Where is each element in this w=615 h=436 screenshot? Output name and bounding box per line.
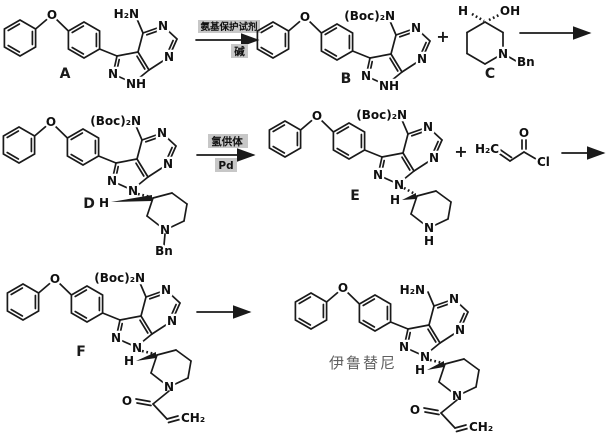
vinyl-ch2-label: H₂C (475, 142, 499, 156)
reagent-highlight-2 (231, 44, 248, 58)
pyrazole-nh-label-a: NH (126, 77, 146, 91)
amine-label-product: H₂N (400, 283, 425, 297)
pyrazole-n1-label-f: N (132, 341, 142, 355)
amine-label-a: H₂N (114, 7, 139, 21)
plus-sign-1: + (436, 27, 449, 46)
wedge-bond-h-d (111, 195, 152, 202)
carbonyl-o-label: O (519, 126, 529, 140)
structure-a: H₂N NH (4, 5, 177, 93)
structure-d: (Boc)₂N N H Bn (3, 112, 187, 260)
compound-label-b: B (341, 71, 352, 87)
reagent-highlight-3 (208, 134, 248, 148)
compound-label-a: A (60, 66, 71, 82)
structure-e: (Boc)₂N N H H (269, 106, 451, 250)
reagent-step2-top: 氢供体 (211, 135, 243, 148)
compound-label-f: F (76, 344, 86, 360)
stereo-h-label-d: H (99, 196, 109, 210)
compound-label-c: C (485, 66, 495, 82)
structure-b: (Boc)₂N NH (257, 7, 430, 95)
boc-amine-label-b: (Boc)₂N (344, 9, 395, 23)
reaction-step-2: 氢供体 Pd (196, 134, 256, 172)
compound-label-d: D (83, 196, 95, 212)
product-name-label: 伊鲁替尼 (329, 354, 397, 372)
hydroxyl-label-c: OH (500, 4, 520, 18)
stereo-h-label-product: H (415, 363, 425, 377)
stereo-bond-h-c (471, 12, 485, 23)
plus-sign-2: + (454, 142, 467, 161)
compound-label-e: E (350, 188, 360, 204)
pyrazole-nh-label-b: NH (379, 79, 399, 93)
reagent-highlight-1 (198, 20, 260, 33)
acryloyl-o-label-product: O (410, 403, 420, 417)
acryloyl-ch2-label-product: CH₂ (469, 420, 493, 434)
acryloyl-group-f: O CH₂ (120, 390, 207, 427)
pyrazole-n1-label-e: N (394, 178, 404, 192)
wedge-bond-h-e (402, 193, 416, 200)
pyrazole-n1-label-d: N (128, 184, 138, 198)
stereo-bond-n1-product (429, 358, 444, 365)
boc-amine-label-f: (Boc)₂N (94, 271, 145, 285)
structure-acryloyl-chloride: H₂C O Cl (473, 124, 552, 172)
reaction-step-1: 氨基保护试剂 碱 (195, 20, 260, 58)
acryloyl-group-product: O CH₂ (408, 399, 495, 436)
benzyl-label-d: Bn (155, 244, 173, 258)
reagent-step1-top: 氨基保护试剂 (200, 21, 257, 33)
structure-product: H₂N N H O CH₂ (295, 281, 495, 436)
wedge-bond-h-f (136, 352, 156, 361)
wedge-bond-h-product (427, 361, 444, 370)
reagent-highlight-4 (215, 158, 237, 172)
piperidine-nh-hydrogen-e: H (424, 234, 434, 248)
stereo-h-label-c: H (458, 4, 468, 18)
stereo-bond-n1-e (403, 186, 416, 196)
structure-c: OH H N Bn (456, 2, 537, 72)
structure-f: (Boc)₂N N H O CH₂ (7, 269, 207, 427)
pyrazole-n1-label-product: N (420, 350, 430, 364)
reagent-step1-bottom: 碱 (234, 45, 245, 58)
stereo-h-label-f: H (124, 354, 134, 368)
stereo-h-label-e: H (390, 193, 400, 207)
piperidine-n-label-c: N (498, 47, 508, 61)
boc-amine-label-e: (Boc)₂N (356, 108, 407, 122)
boc-amine-label-d: (Boc)₂N (90, 114, 141, 128)
reagent-step2-bottom: Pd (218, 160, 233, 172)
chloride-label: Cl (537, 155, 550, 169)
benzyl-label-c: Bn (517, 55, 535, 69)
acryloyl-o-label-f: O (122, 394, 132, 408)
acryloyl-ch2-label-f: CH₂ (181, 411, 205, 425)
